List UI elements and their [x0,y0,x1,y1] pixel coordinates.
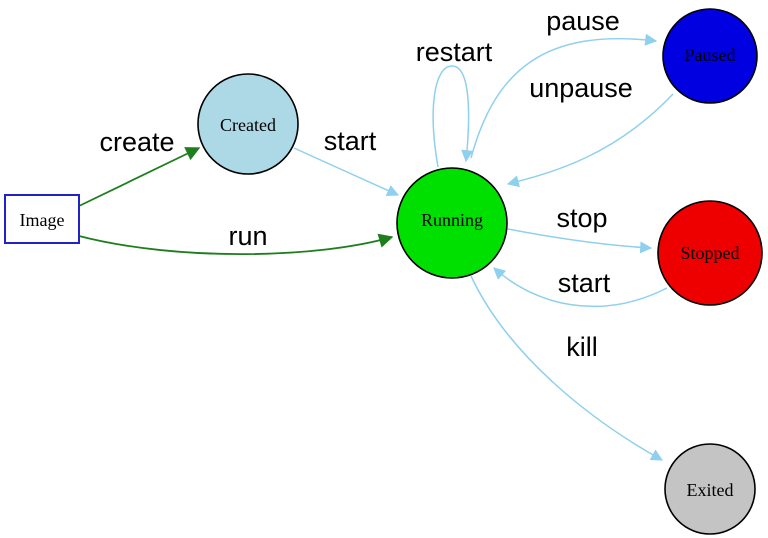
created-circle [197,73,299,175]
edge-create [78,147,201,207]
edge-unpause [506,93,674,188]
stopped-circle [657,200,763,306]
node-label-image: Image [20,210,65,230]
node-label-exited: Exited [687,480,734,500]
edge-pause [470,33,658,159]
edge-label-start-1: start [324,126,377,156]
edge-label-kill: kill [566,332,598,362]
node-label-running: Running [421,210,483,230]
edge-label-restart: restart [416,37,493,67]
running-circle [396,167,508,279]
node-running: Running [396,167,508,279]
edge-label-stop: stop [556,203,607,233]
edge-label-pause: pause [546,6,620,36]
edge-run [78,233,394,256]
node-exited: Exited [664,443,756,535]
edge-stop [507,228,653,254]
node-label-stopped: Stopped [680,243,739,263]
edge-restart-self-loop [432,65,474,168]
edge-label-unpause: unpause [529,73,633,103]
node-created: Created [197,73,299,175]
paused-circle [662,8,758,104]
edge-label-create: create [99,127,174,157]
edge-label-start-2: start [558,268,611,298]
node-image: Image [4,194,80,244]
node-label-paused: Paused [685,45,736,65]
edge-kill [470,275,664,461]
image-box [4,194,80,244]
edge-label-run: run [228,221,267,251]
exited-circle [664,443,756,535]
node-paused: Paused [662,8,758,104]
node-stopped: Stopped [657,200,763,306]
node-label-created: Created [220,115,276,135]
edge-start-stopped-running [493,267,668,308]
edge-start-created-running [293,147,400,197]
